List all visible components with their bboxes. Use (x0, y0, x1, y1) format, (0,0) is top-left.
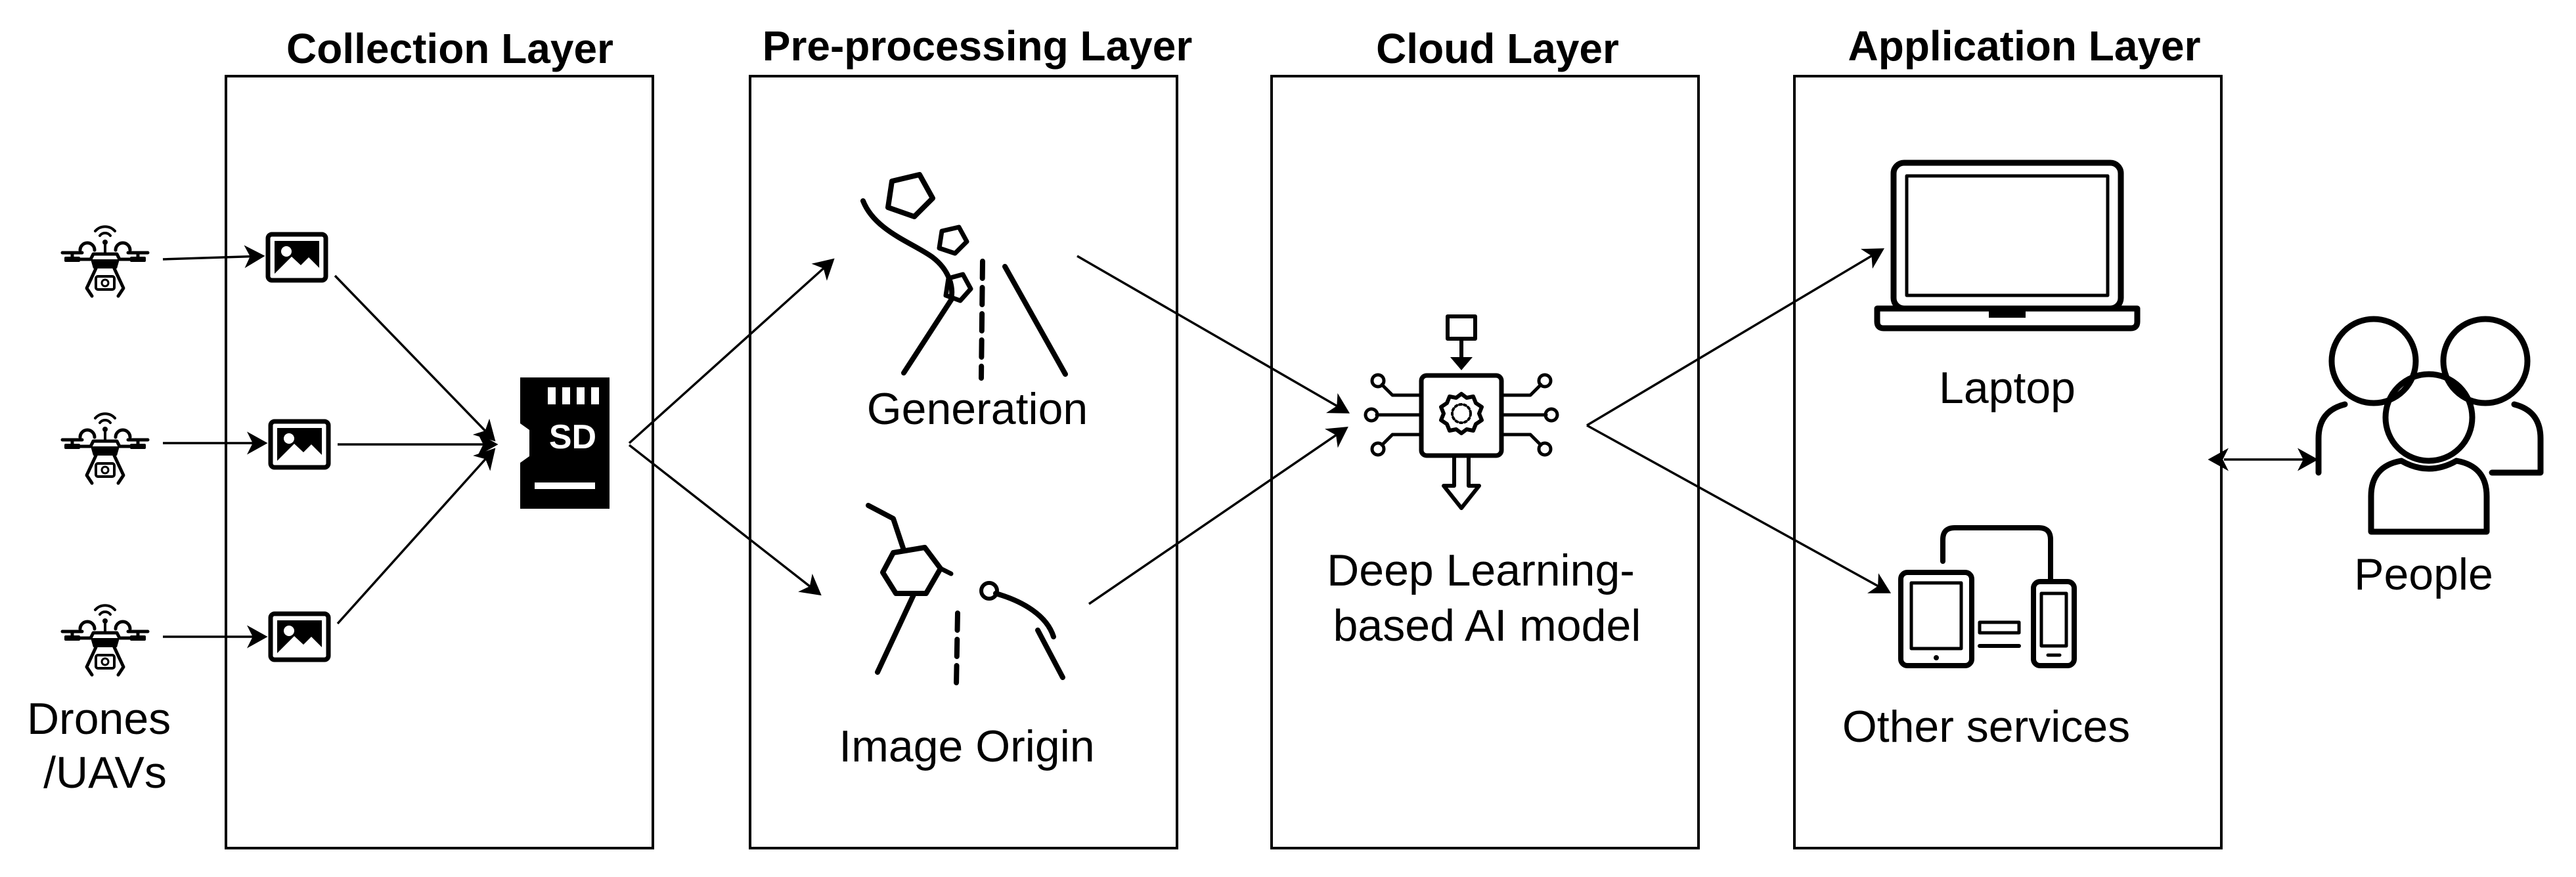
cloud-layer-box (1270, 75, 1700, 849)
people-label: People (2354, 549, 2493, 599)
arrow-image-origin-to-ai (1088, 427, 1348, 605)
drone-icon (62, 226, 148, 296)
road-scene-origin-icon (866, 503, 1065, 688)
image-icon (271, 614, 328, 660)
layer-title-preprocessing: Pre-processing Layer (763, 22, 1193, 70)
arrow-image-to-sd-3 (336, 448, 496, 625)
road-scene-generation-icon (860, 172, 1068, 381)
image-icon (271, 421, 328, 467)
layer-title-collection: Collection Layer (286, 25, 613, 72)
generation-label: Generation (867, 384, 1088, 434)
layer-title-application: Application Layer (1848, 22, 2201, 70)
arrow-sd-to-generation (628, 258, 835, 444)
people-icon (2315, 316, 2544, 535)
drone-icon (62, 414, 148, 483)
devices-icon (1898, 525, 2077, 668)
arrow-generation-to-ai (1077, 255, 1350, 414)
preprocessing-layer-box (749, 75, 1178, 849)
drone-icon (62, 605, 148, 675)
laptop-label: Laptop (1939, 363, 2076, 413)
arrow-sd-to-image-origin (628, 444, 822, 596)
drones-label: Drones /UAVs (27, 694, 183, 798)
laptop-icon (1874, 160, 2141, 332)
layer-title-cloud: Cloud Layer (1376, 25, 1619, 72)
arrow-image-to-sd-1 (334, 274, 496, 442)
ai-chip-icon (1364, 314, 1559, 510)
sd-card-text: SD (549, 418, 596, 456)
sd-card-icon: SD (520, 377, 610, 509)
arrow-drone-to-image-1 (162, 245, 265, 268)
arrow-ai-to-other-services (1586, 424, 1892, 593)
ai-model-label: Deep Learning- based AI model (1327, 545, 1647, 651)
image-origin-label: Image Origin (839, 721, 1094, 771)
other-services-label: Other services (1842, 702, 2130, 752)
arrow-ai-to-laptop (1586, 248, 1885, 427)
image-icon (268, 234, 326, 280)
